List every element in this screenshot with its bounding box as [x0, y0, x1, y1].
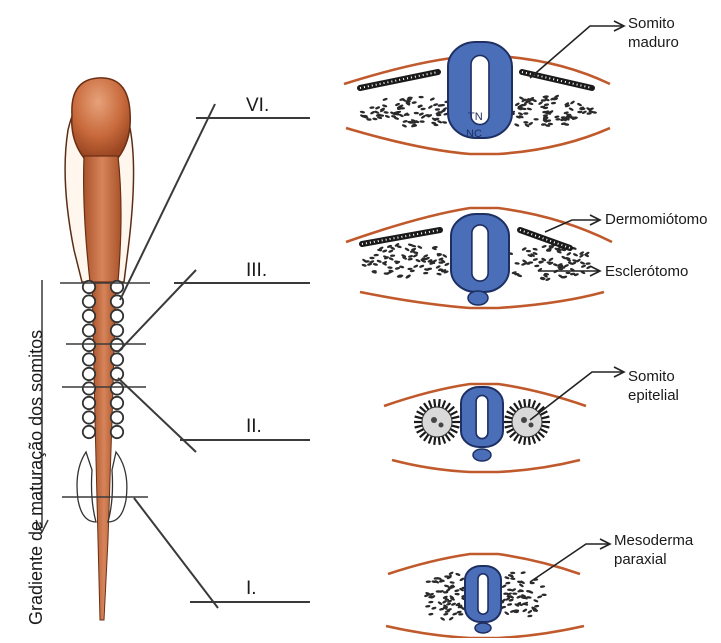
- label-somito-epitelial-line1: Somito: [628, 367, 679, 386]
- label-somito-epitelial-line2: epitelial: [628, 386, 679, 405]
- label-somito-maduro-line1: Somito: [628, 14, 679, 33]
- section-i-neural-tube-lumen: [478, 574, 488, 614]
- somite-right-7: [111, 368, 123, 380]
- section-ii-somite-left: [414, 399, 460, 445]
- stage-label-i: I.: [246, 578, 257, 600]
- somite-left-11: [83, 426, 95, 438]
- somite-left-3: [83, 310, 95, 322]
- stage-i-pointer: [134, 498, 218, 608]
- label-esclerotomo: Esclerótomo: [605, 262, 688, 281]
- label-mesoderma-paraxial: Mesoderma paraxial: [614, 531, 693, 569]
- label-tn: TN: [468, 111, 483, 123]
- section-vi-neural-tube: [448, 42, 512, 138]
- section-ii-somite-right: [504, 399, 550, 445]
- embryo-head: [72, 78, 131, 158]
- embryo-illustration: [65, 78, 133, 620]
- somite-left-6: [83, 353, 95, 365]
- embryo-neural-region: [84, 156, 121, 282]
- section-ii-ectoderm-bottom: [392, 460, 580, 472]
- stage-vi-pointer: [120, 104, 215, 300]
- somite-left-2: [83, 295, 95, 307]
- stage-label-ii: II.: [246, 416, 262, 438]
- section-ii: [384, 384, 586, 472]
- section-iii: [346, 208, 612, 308]
- somite-left-9: [83, 397, 95, 409]
- section-ii-neural-tube-lumen: [476, 395, 488, 438]
- somite-left-10: [83, 411, 95, 423]
- section-vi-sclerotome-left: [360, 96, 460, 128]
- somite-right-11: [111, 426, 123, 438]
- label-somito-maduro-line2: maduro: [628, 33, 679, 52]
- label-somito-maduro: Somito maduro: [628, 14, 679, 52]
- somite-left-5: [83, 339, 95, 351]
- label-somito-epitelial: Somito epitelial: [628, 367, 679, 405]
- section-iii-sclerotome-left: [361, 242, 455, 279]
- presomitic-mesoderm-left: [77, 452, 96, 522]
- section-iii-notochord: [468, 291, 488, 305]
- somite-left-4: [83, 324, 95, 336]
- label-mesoderma-line1: Mesoderma: [614, 531, 693, 550]
- label-dermomiotomo: Dermomiótomo: [605, 210, 708, 229]
- label-mesoderma-line2: paraxial: [614, 550, 693, 569]
- stage-label-vi: VI.: [246, 95, 269, 117]
- somite-left-8: [83, 382, 95, 394]
- somite-right-8: [111, 382, 123, 394]
- section-iii-neural-tube-lumen: [472, 225, 488, 281]
- stage-label-iii: III.: [246, 260, 267, 282]
- section-iii-neural-tube: [451, 214, 509, 292]
- somite-right-4: [111, 324, 123, 336]
- section-i-notochord: [475, 623, 491, 633]
- label-nc: NC: [466, 128, 482, 140]
- gradient-label: Gradiente de maturação dos somitos: [26, 305, 47, 625]
- somite-right-3: [111, 310, 123, 322]
- stage-ii-pointer: [118, 378, 196, 452]
- section-vi-dermomyotome-right: [522, 72, 592, 88]
- somite-right-6: [111, 353, 123, 365]
- section-ii-neural-tube: [461, 387, 503, 447]
- somite-left-7: [83, 368, 95, 380]
- somite-right-10: [111, 411, 123, 423]
- section-i-neural-tube: [465, 566, 501, 622]
- section-i: [386, 554, 584, 638]
- section-ii-notochord: [473, 449, 491, 461]
- somite-right-9: [111, 397, 123, 409]
